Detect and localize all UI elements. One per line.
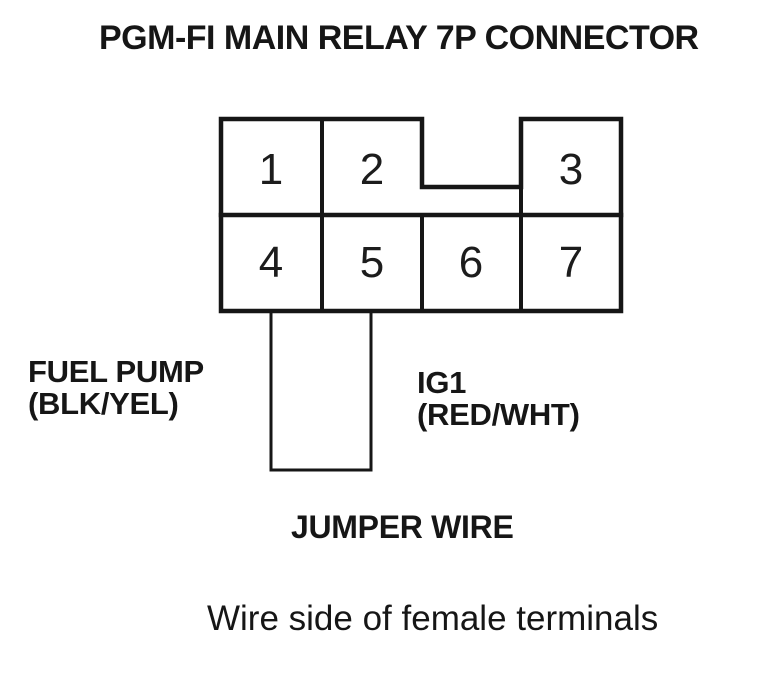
ig1-wire-color: (RED/WHT)	[417, 397, 580, 432]
wire-side-note: Wire side of female terminals	[207, 599, 659, 638]
pin-5: 5	[359, 238, 385, 287]
connector-outline	[218, 116, 624, 314]
pin-4: 4	[258, 238, 284, 287]
pin-1: 1	[258, 145, 284, 194]
pin-7: 7	[558, 238, 584, 287]
fuel-pump-name: FUEL PUMP	[28, 354, 204, 389]
jumper-wire-label: JUMPER WIRE	[291, 509, 514, 545]
pin-6: 6	[458, 238, 484, 287]
ig1-name: IG1	[417, 365, 467, 400]
pin-2: 2	[359, 145, 385, 194]
jumper-wire-shape	[269, 310, 373, 472]
page-title: PGM-FI MAIN RELAY 7P CONNECTOR	[99, 19, 699, 57]
pin-3: 3	[558, 145, 584, 194]
fuel-pump-label: FUEL PUMP (BLK/YEL)	[28, 356, 204, 420]
fuel-pump-wire-color: (BLK/YEL)	[28, 386, 179, 421]
ig1-label: IG1 (RED/WHT)	[417, 367, 580, 431]
